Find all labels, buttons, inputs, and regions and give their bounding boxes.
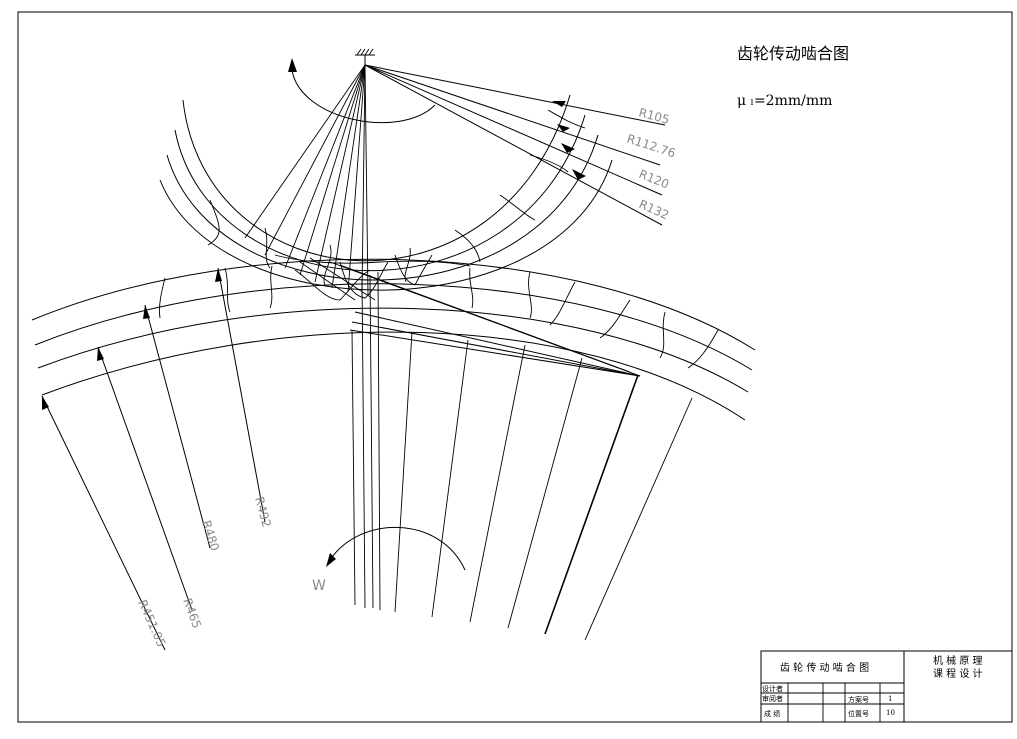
- large-gear-rotation-arc: [329, 527, 466, 571]
- small-gear-rotation-arc: [291, 69, 436, 124]
- large-gear-dimension-lines: [41, 267, 266, 651]
- small-gear-circle-1: [182, 94, 571, 262]
- large-gear-tooth: [599, 299, 631, 339]
- designer-label: 设计者: [762, 684, 783, 693]
- large-gear-circle-1: [31, 258, 756, 351]
- title-block-course-2: 课 程 设 计: [933, 667, 983, 680]
- large-gear-tooth: [528, 271, 532, 319]
- large-gear-circle-4: [41, 331, 746, 421]
- large-gear-tooth: [159, 277, 166, 319]
- small-gear-circle-3: [166, 134, 599, 281]
- scale-text: μ ₗ=2mm/mm: [737, 93, 832, 109]
- large-gear-tooth: [687, 329, 719, 369]
- large-gear-radials: [351, 271, 693, 641]
- drawing-border: [17, 11, 1013, 723]
- fixed-pivot-icon: [355, 48, 375, 65]
- large-gear-tooth: [224, 267, 231, 313]
- large-gear-circle-3: [37, 307, 749, 393]
- rotation-arrow-icon: [288, 58, 297, 72]
- small-gear-circle-2: [174, 114, 586, 271]
- small-gear-circle-4: [159, 159, 613, 291]
- small-gear-tooth: [323, 244, 332, 286]
- large-gear-tooth: [269, 265, 273, 309]
- title-block: 齿 轮 传 动 啮 合 图 机 械 原 理 课 程 设 计 设计者 审阅者 成 …: [760, 650, 1013, 723]
- mesh-zone: [274, 254, 641, 377]
- small-gear-tooth: [207, 199, 220, 246]
- small-gear-tooth: [499, 194, 536, 221]
- title-block-course-1: 机 械 原 理: [933, 654, 983, 667]
- large-radius-label: R492: [252, 495, 274, 529]
- small-gear-tooth: [404, 247, 411, 283]
- small-radius-label: R105: [637, 105, 671, 127]
- small-gear-radials: [244, 64, 369, 296]
- large-gear: [31, 258, 756, 421]
- small-radius-label: R132: [637, 197, 671, 223]
- reviewer-label: 审阅者: [762, 694, 783, 703]
- rotation-arrow-icon: [326, 553, 336, 567]
- large-radius-label: R451.05: [135, 598, 168, 650]
- small-gear: [159, 94, 613, 291]
- position-label: 位置号: [848, 709, 869, 718]
- drawing-title: 齿轮传动啮合图: [737, 44, 849, 63]
- large-radius-label: R465: [180, 596, 204, 630]
- small-gear-tooth: [547, 109, 586, 129]
- scheme-value: 1: [888, 695, 892, 703]
- position-value: 10: [886, 709, 895, 717]
- small-gear-dimension-lines: [364, 64, 666, 226]
- large-gear-tooth: [659, 311, 666, 359]
- small-gear-tooth: [454, 229, 481, 263]
- large-gear-tooth: [549, 281, 576, 326]
- large-gear-tooth: [469, 267, 474, 309]
- small-radius-label: R120: [637, 167, 671, 192]
- grade-label: 成 绩: [764, 709, 780, 718]
- small-gear-tooth: [264, 227, 271, 269]
- rotation-label: W: [312, 578, 326, 594]
- scheme-label: 方案号: [848, 695, 869, 704]
- large-radius-label: R480: [199, 519, 222, 553]
- large-gear-circle-2: [34, 283, 753, 371]
- title-block-name: 齿 轮 传 动 啮 合 图: [780, 661, 869, 674]
